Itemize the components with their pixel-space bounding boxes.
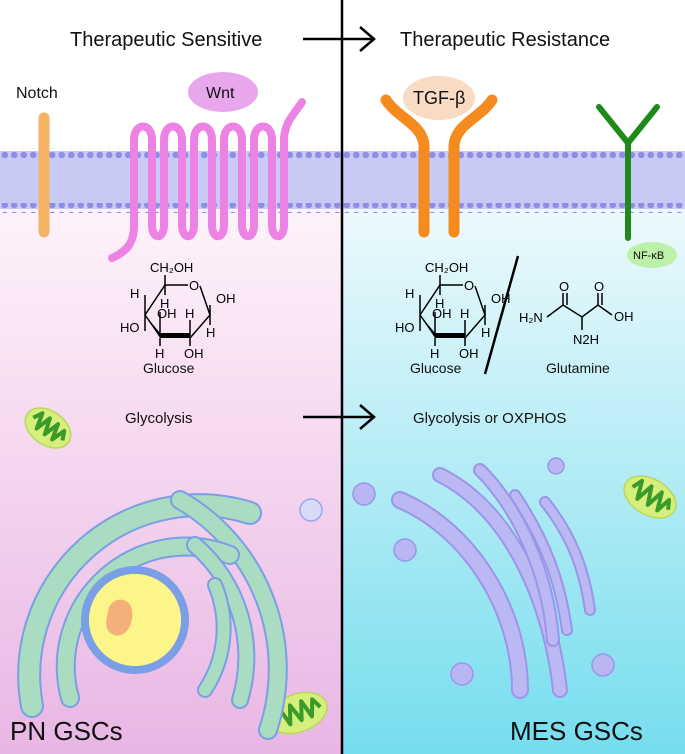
left-cell-label: PN GSCs bbox=[10, 716, 123, 746]
left-title: Therapeutic Sensitive bbox=[70, 29, 262, 51]
vesicle bbox=[591, 653, 615, 677]
svg-text:H: H bbox=[460, 306, 469, 321]
svg-text:H: H bbox=[206, 325, 215, 340]
wnt-label: Wnt bbox=[206, 85, 235, 102]
svg-text:H: H bbox=[405, 286, 414, 301]
svg-text:CH₂OH: CH₂OH bbox=[150, 260, 193, 275]
tgf-receptor-right bbox=[448, 94, 498, 238]
svg-text:HO: HO bbox=[120, 320, 140, 335]
svg-text:O: O bbox=[464, 278, 474, 293]
nucleolus bbox=[106, 599, 133, 636]
right-process-label: Glycolysis or OXPHOS bbox=[413, 410, 566, 427]
nucleus-fill bbox=[89, 574, 181, 666]
svg-text:OH: OH bbox=[157, 306, 177, 321]
notch-label: Notch bbox=[16, 85, 58, 102]
vesicle bbox=[547, 457, 565, 475]
svg-text:O: O bbox=[189, 278, 199, 293]
nfkb-bubble bbox=[627, 242, 677, 268]
tgf-label: TGF-β bbox=[413, 88, 465, 108]
vesicle bbox=[393, 538, 417, 562]
svg-text:HO: HO bbox=[395, 320, 415, 335]
left-process-label: Glycolysis bbox=[125, 410, 193, 427]
svg-text:H: H bbox=[160, 296, 169, 311]
glutamine-label: Glutamine bbox=[546, 360, 610, 376]
wnt-receptor bbox=[108, 98, 306, 262]
vesicle bbox=[352, 482, 376, 506]
svg-text:CH₂OH: CH₂OH bbox=[425, 260, 468, 275]
svg-text:OH: OH bbox=[614, 309, 634, 324]
svg-text:OH: OH bbox=[184, 346, 204, 361]
right-cell-label: MES GSCs bbox=[510, 716, 643, 746]
svg-text:O: O bbox=[594, 279, 604, 294]
right-title: Therapeutic Resistance bbox=[400, 29, 610, 51]
svg-text:O: O bbox=[559, 279, 569, 294]
golgi-apparatus bbox=[391, 463, 596, 699]
tgf-ligand-bubble bbox=[403, 76, 475, 120]
svg-text:H: H bbox=[435, 296, 444, 311]
right-glucose-label: Glucose bbox=[410, 360, 462, 376]
glutamine-structure: H₂N O O OH N2H bbox=[519, 279, 634, 347]
svg-text:H₂N: H₂N bbox=[519, 310, 543, 325]
right-glucose-structure: CH₂OH O H H OH H OH H OH H HO bbox=[395, 260, 511, 361]
nfkb-receptor bbox=[596, 104, 660, 241]
svg-text:OH: OH bbox=[432, 306, 452, 321]
tgf-receptor-left bbox=[380, 94, 430, 238]
nfkb-label: NF-κB bbox=[633, 250, 664, 262]
svg-text:H: H bbox=[481, 325, 490, 340]
svg-text:N2H: N2H bbox=[573, 332, 599, 347]
svg-text:H: H bbox=[155, 346, 164, 361]
metabolite-separator bbox=[483, 255, 520, 375]
svg-text:H: H bbox=[130, 286, 139, 301]
svg-text:OH: OH bbox=[216, 291, 236, 306]
vesicle bbox=[299, 498, 323, 522]
top-arrow-icon bbox=[303, 26, 376, 52]
middle-arrow-icon bbox=[303, 404, 376, 430]
svg-text:OH: OH bbox=[459, 346, 479, 361]
wnt-ligand-bubble bbox=[188, 72, 258, 112]
svg-text:H: H bbox=[185, 306, 194, 321]
vesicle bbox=[450, 662, 474, 686]
svg-text:H: H bbox=[430, 346, 439, 361]
left-glucose-structure: CH₂OH O H H OH H OH H OH H HO bbox=[120, 260, 236, 361]
left-glucose-label: Glucose bbox=[143, 360, 195, 376]
mitochondrion-icon bbox=[623, 475, 677, 519]
mitochondrion-icon bbox=[24, 407, 72, 449]
